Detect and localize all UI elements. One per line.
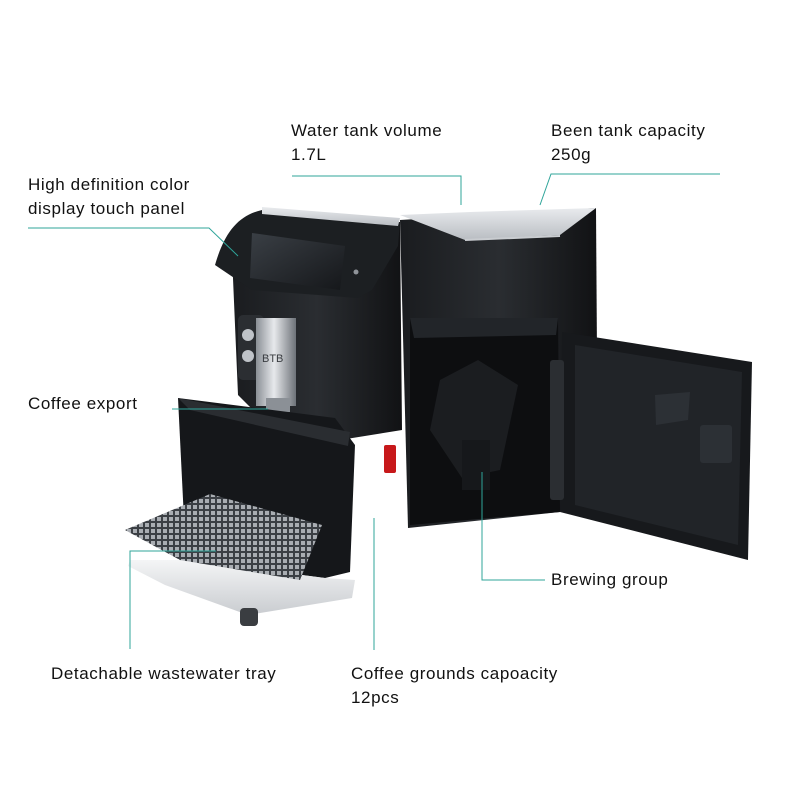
- tray-grid: [125, 494, 322, 580]
- label-grounds-capacity-title: Coffee grounds capoacity: [351, 664, 558, 683]
- label-brewing-group: Brewing group: [551, 568, 668, 592]
- label-touch-panel-line1: High definition color: [28, 175, 190, 194]
- label-brewing-group-title: Brewing group: [551, 570, 669, 589]
- label-wastewater-tray: Detachable wastewater tray: [51, 662, 276, 686]
- wastewater-tray: [125, 398, 355, 626]
- leader-water-tank: [292, 175, 462, 205]
- leader-brewing-group: [481, 472, 545, 581]
- leader-bean-tank: [539, 173, 720, 206]
- label-touch-panel: High definition color display touch pane…: [28, 173, 190, 221]
- label-water-tank: Water tank volume 1.7L: [291, 119, 442, 167]
- leader-touch-panel: [28, 227, 239, 257]
- label-bean-tank-value: 250g: [551, 145, 592, 164]
- label-grounds-capacity: Coffee grounds capoacity 12pcs: [351, 662, 558, 710]
- brand-mark: BTB: [262, 353, 283, 365]
- label-touch-panel-line2: display touch panel: [28, 199, 185, 218]
- touch-display: [250, 233, 345, 290]
- control-head: [215, 207, 400, 298]
- label-water-tank-value: 1.7L: [291, 145, 327, 164]
- label-bean-tank-title: Been tank capacity: [551, 121, 706, 140]
- label-coffee-export: Coffee export: [28, 392, 138, 416]
- label-wastewater-tray-title: Detachable wastewater tray: [51, 664, 277, 683]
- side-door: [550, 332, 752, 560]
- label-grounds-capacity-value: 12pcs: [351, 688, 400, 707]
- brewing-compartment: [384, 318, 560, 525]
- label-bean-tank: Been tank capacity 250g: [551, 119, 705, 167]
- label-coffee-export-title: Coffee export: [28, 394, 138, 413]
- leader-wastewater-tray: [129, 550, 216, 649]
- label-water-tank-title: Water tank volume: [291, 121, 443, 140]
- leader-lines: [28, 173, 720, 650]
